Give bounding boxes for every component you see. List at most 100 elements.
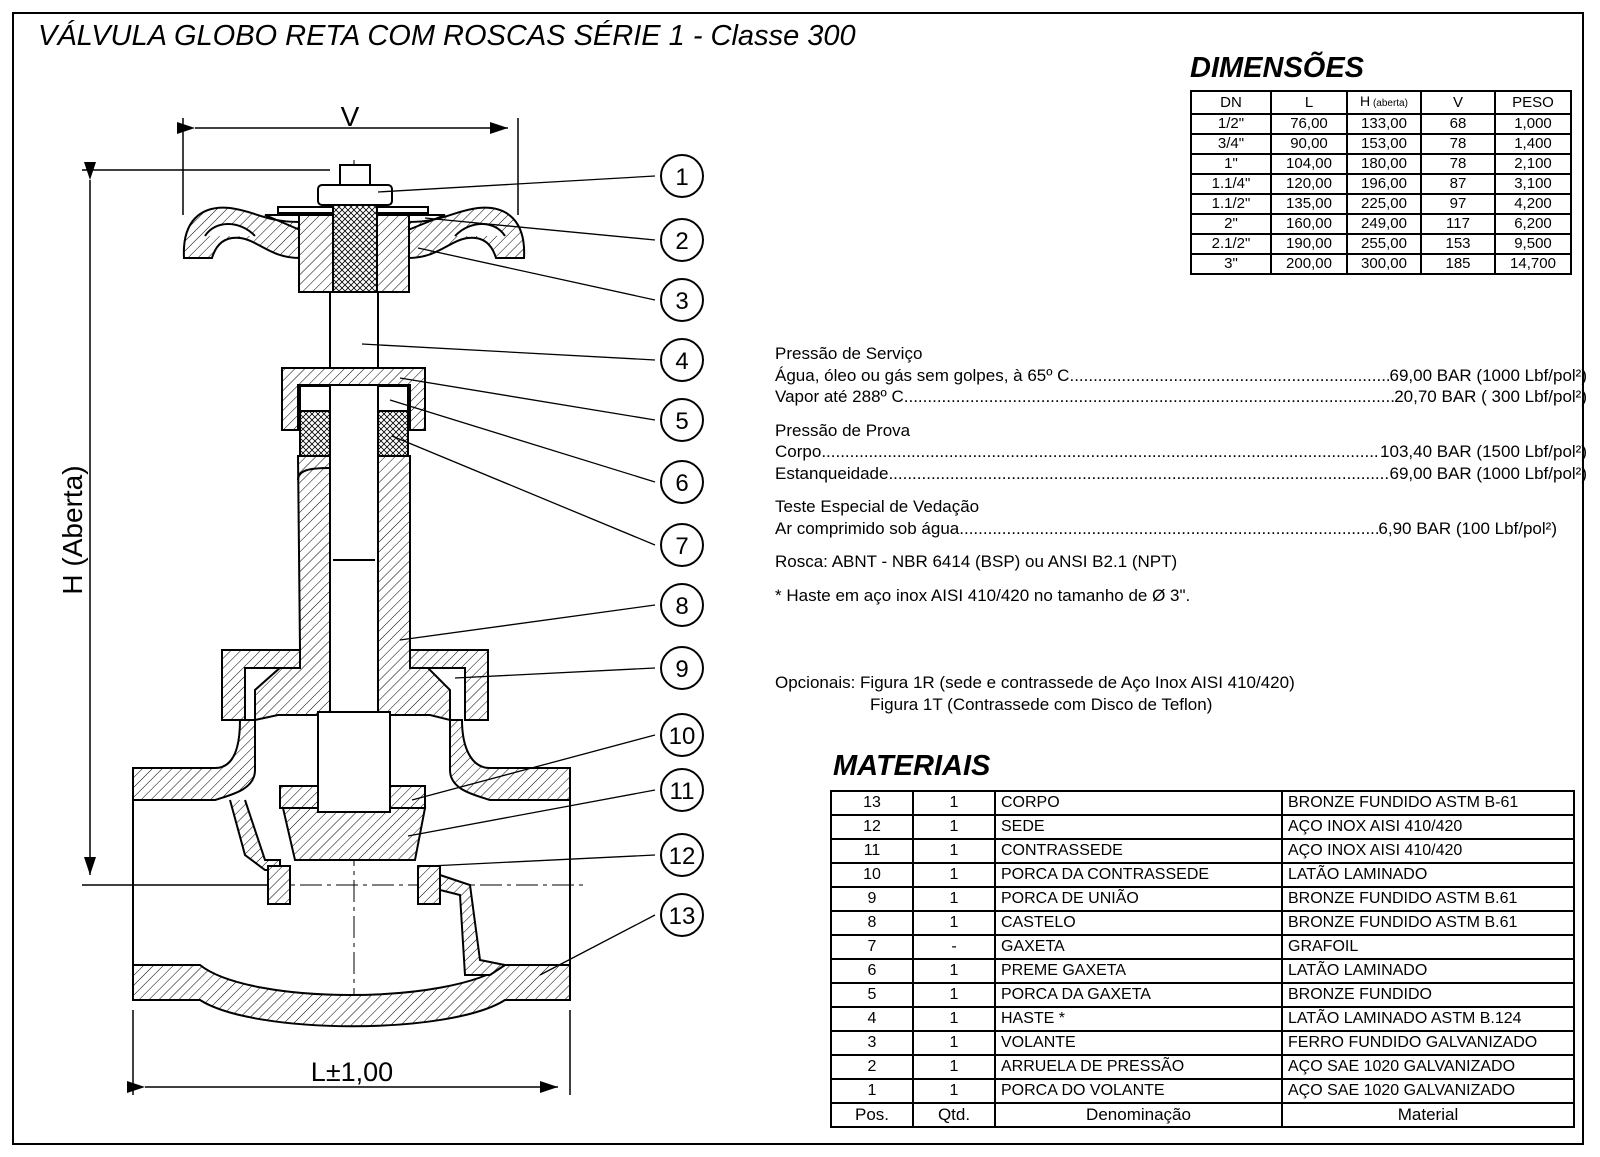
materials-cell: 1 — [912, 862, 996, 888]
servico-title: Pressão de Serviço — [775, 344, 923, 363]
col-v: V — [1420, 90, 1496, 115]
callout-number: 7 — [675, 533, 688, 560]
specs-block: Pressão de Serviço Água, óleo ou gás sem… — [775, 343, 1587, 618]
callout-circle — [660, 583, 704, 627]
materials-cell: 6 — [830, 958, 914, 984]
materials-cell: 3 — [830, 1030, 914, 1056]
materials-cell: HASTE * — [994, 1006, 1283, 1032]
dimensions-cell: 3/4" — [1190, 133, 1272, 155]
materials-cell: 10 — [830, 862, 914, 888]
col-denominacao: Denominação — [994, 1102, 1283, 1128]
col-qtd: Qtd. — [912, 1102, 996, 1128]
dimensions-cell: 2.1/2" — [1190, 233, 1272, 255]
dimensions-cell: 90,00 — [1270, 133, 1348, 155]
materials-cell: SEDE — [994, 814, 1283, 840]
dimension-l: L±1,00 — [127, 1010, 571, 1095]
disc-assembly — [267, 711, 441, 905]
rosca-note: Rosca: ABNT - NBR 6414 (BSP) ou ANSI B2.… — [775, 552, 1178, 571]
materials-cell: 1 — [912, 910, 996, 936]
materials-cell: 1 — [912, 814, 996, 840]
dimensions-cell: 255,00 — [1346, 233, 1422, 255]
callout-number: 2 — [675, 228, 688, 255]
materials-cell: 1 — [912, 1054, 996, 1080]
dimensions-cell: 78 — [1420, 133, 1496, 155]
materials-header-row: Pos. Qtd. Denominação Material — [830, 1102, 1575, 1128]
valve-section-drawing: V H (Aberta) L±1,00 — [57, 101, 704, 1095]
callout-circle — [660, 278, 704, 322]
materials-cell: CORPO — [994, 790, 1283, 816]
dimensions-cell: 14,700 — [1494, 253, 1572, 275]
callout-circle — [660, 398, 704, 442]
callout-number: 1 — [675, 164, 688, 191]
servico-line-1: Água, óleo ou gás sem golpes, à 65º C 69… — [775, 365, 1587, 387]
teste-title: Teste Especial de Vedação — [775, 497, 980, 516]
dimensions-cell: 78 — [1420, 153, 1496, 175]
materials-cell: GRAFOIL — [1281, 934, 1575, 960]
dimensions-cell: 1.1/4" — [1190, 173, 1272, 195]
materials-cell: VOLANTE — [994, 1030, 1283, 1056]
dimensions-cell: 3" — [1190, 253, 1272, 275]
materials-cell: PORCA DA GAXETA — [994, 982, 1283, 1008]
dim-h-label: H (Aberta) — [57, 465, 88, 594]
dimensions-cell: 1/2" — [1190, 113, 1272, 135]
callout-number: 13 — [669, 903, 696, 930]
col-h: H (aberta) — [1346, 90, 1422, 115]
dimensions-header-row: DN L H (aberta) V PESO — [1190, 90, 1572, 115]
dimensions-cell: 196,00 — [1346, 173, 1422, 195]
materials-cell: ARRUELA DE PRESSÃO — [994, 1054, 1283, 1080]
callout-circle — [660, 218, 704, 262]
callout-number: 6 — [675, 470, 688, 497]
dimensions-cell: 153 — [1420, 233, 1496, 255]
servico-line-2: Vapor até 288º C 20,70 BAR ( 300 Lbf/pol… — [775, 386, 1587, 408]
materials-cell: 12 — [830, 814, 914, 840]
materials-cell: 1 — [912, 838, 996, 864]
dimensions-cell: 6,200 — [1494, 213, 1572, 235]
callout-number: 3 — [675, 288, 688, 315]
dim-l-label: L±1,00 — [311, 1057, 393, 1087]
materials-cell: PORCA DO VOLANTE — [994, 1078, 1283, 1104]
callout-circle — [660, 460, 704, 504]
dimensions-cell: 9,500 — [1494, 233, 1572, 255]
valve-body — [132, 719, 571, 1028]
dimensions-cell: 135,00 — [1270, 193, 1348, 215]
prova-line-2: Estanqueidade 69,00 BAR (1000 Lbf/pol²) — [775, 463, 1587, 485]
dimensions-cell: 180,00 — [1346, 153, 1422, 175]
materials-cell: 9 — [830, 886, 914, 912]
dimensions-cell: 300,00 — [1346, 253, 1422, 275]
prova-line-1: Corpo 103,40 BAR (1500 Lbf/pol²) — [775, 441, 1587, 463]
callout-circle — [660, 713, 704, 757]
materials-cell: 4 — [830, 1006, 914, 1032]
dimensions-cell: 2" — [1190, 213, 1272, 235]
materials-cell: 13 — [830, 790, 914, 816]
drawing-frame — [12, 12, 1584, 1145]
dimensions-cell: 120,00 — [1270, 173, 1348, 195]
dimensions-cell: 76,00 — [1270, 113, 1348, 135]
materials-cell: 2 — [830, 1054, 914, 1080]
callout-circle — [660, 154, 704, 198]
dimensions-cell: 3,100 — [1494, 173, 1572, 195]
dimensions-cell: 2,100 — [1494, 153, 1572, 175]
callout-number: 9 — [675, 656, 688, 683]
callout-circle — [660, 523, 704, 567]
handwheel-nut — [277, 164, 429, 294]
materials-cell: BRONZE FUNDIDO ASTM B.61 — [1281, 910, 1575, 936]
materials-cell: 1 — [830, 1078, 914, 1104]
dimensions-cell: 1,400 — [1494, 133, 1572, 155]
dimensions-cell: 190,00 — [1270, 233, 1348, 255]
materials-cell: LATÃO LAMINADO — [1281, 862, 1575, 888]
materials-cell: 5 — [830, 982, 914, 1008]
materials-cell: CASTELO — [994, 910, 1283, 936]
col-peso: PESO — [1494, 90, 1572, 115]
